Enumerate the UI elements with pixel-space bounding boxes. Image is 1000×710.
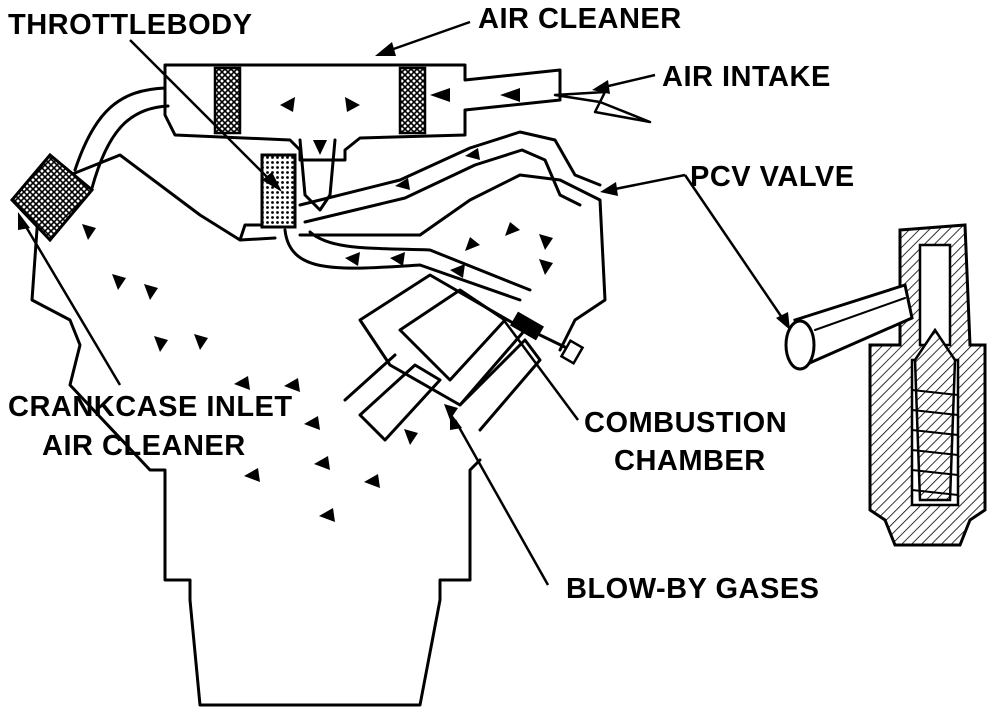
label-air-cleaner: AIR CLEANER — [478, 3, 682, 35]
label-combustion-1: COMBUSTION — [584, 407, 787, 439]
label-crankcase-inlet-1: CRANKCASE INLET — [8, 391, 293, 423]
air-cleaner-housing — [163, 63, 562, 162]
leader-lines — [18, 20, 790, 586]
label-air-intake: AIR INTAKE — [662, 61, 831, 93]
piston-cylinder — [343, 273, 542, 442]
throttle-body — [260, 138, 337, 229]
spark-plug — [510, 311, 585, 366]
pcv-valve-cutaway-icon — [784, 223, 987, 547]
engine-cutaway-icon — [9, 63, 652, 707]
label-pcv-valve: PCV VALVE — [690, 161, 855, 193]
label-blow-by-gases: BLOW-BY GASES — [566, 573, 820, 605]
crankcase-inlet-filter — [9, 86, 170, 243]
label-throttle-body: THROTTLEBODY — [8, 9, 252, 41]
air-intake-arrow-icon — [553, 90, 652, 124]
label-combustion-2: CHAMBER — [614, 445, 766, 477]
label-crankcase-inlet-2: AIR CLEANER — [42, 430, 246, 462]
flow-arrow-icon — [82, 88, 553, 522]
pcv-hose — [298, 130, 602, 224]
